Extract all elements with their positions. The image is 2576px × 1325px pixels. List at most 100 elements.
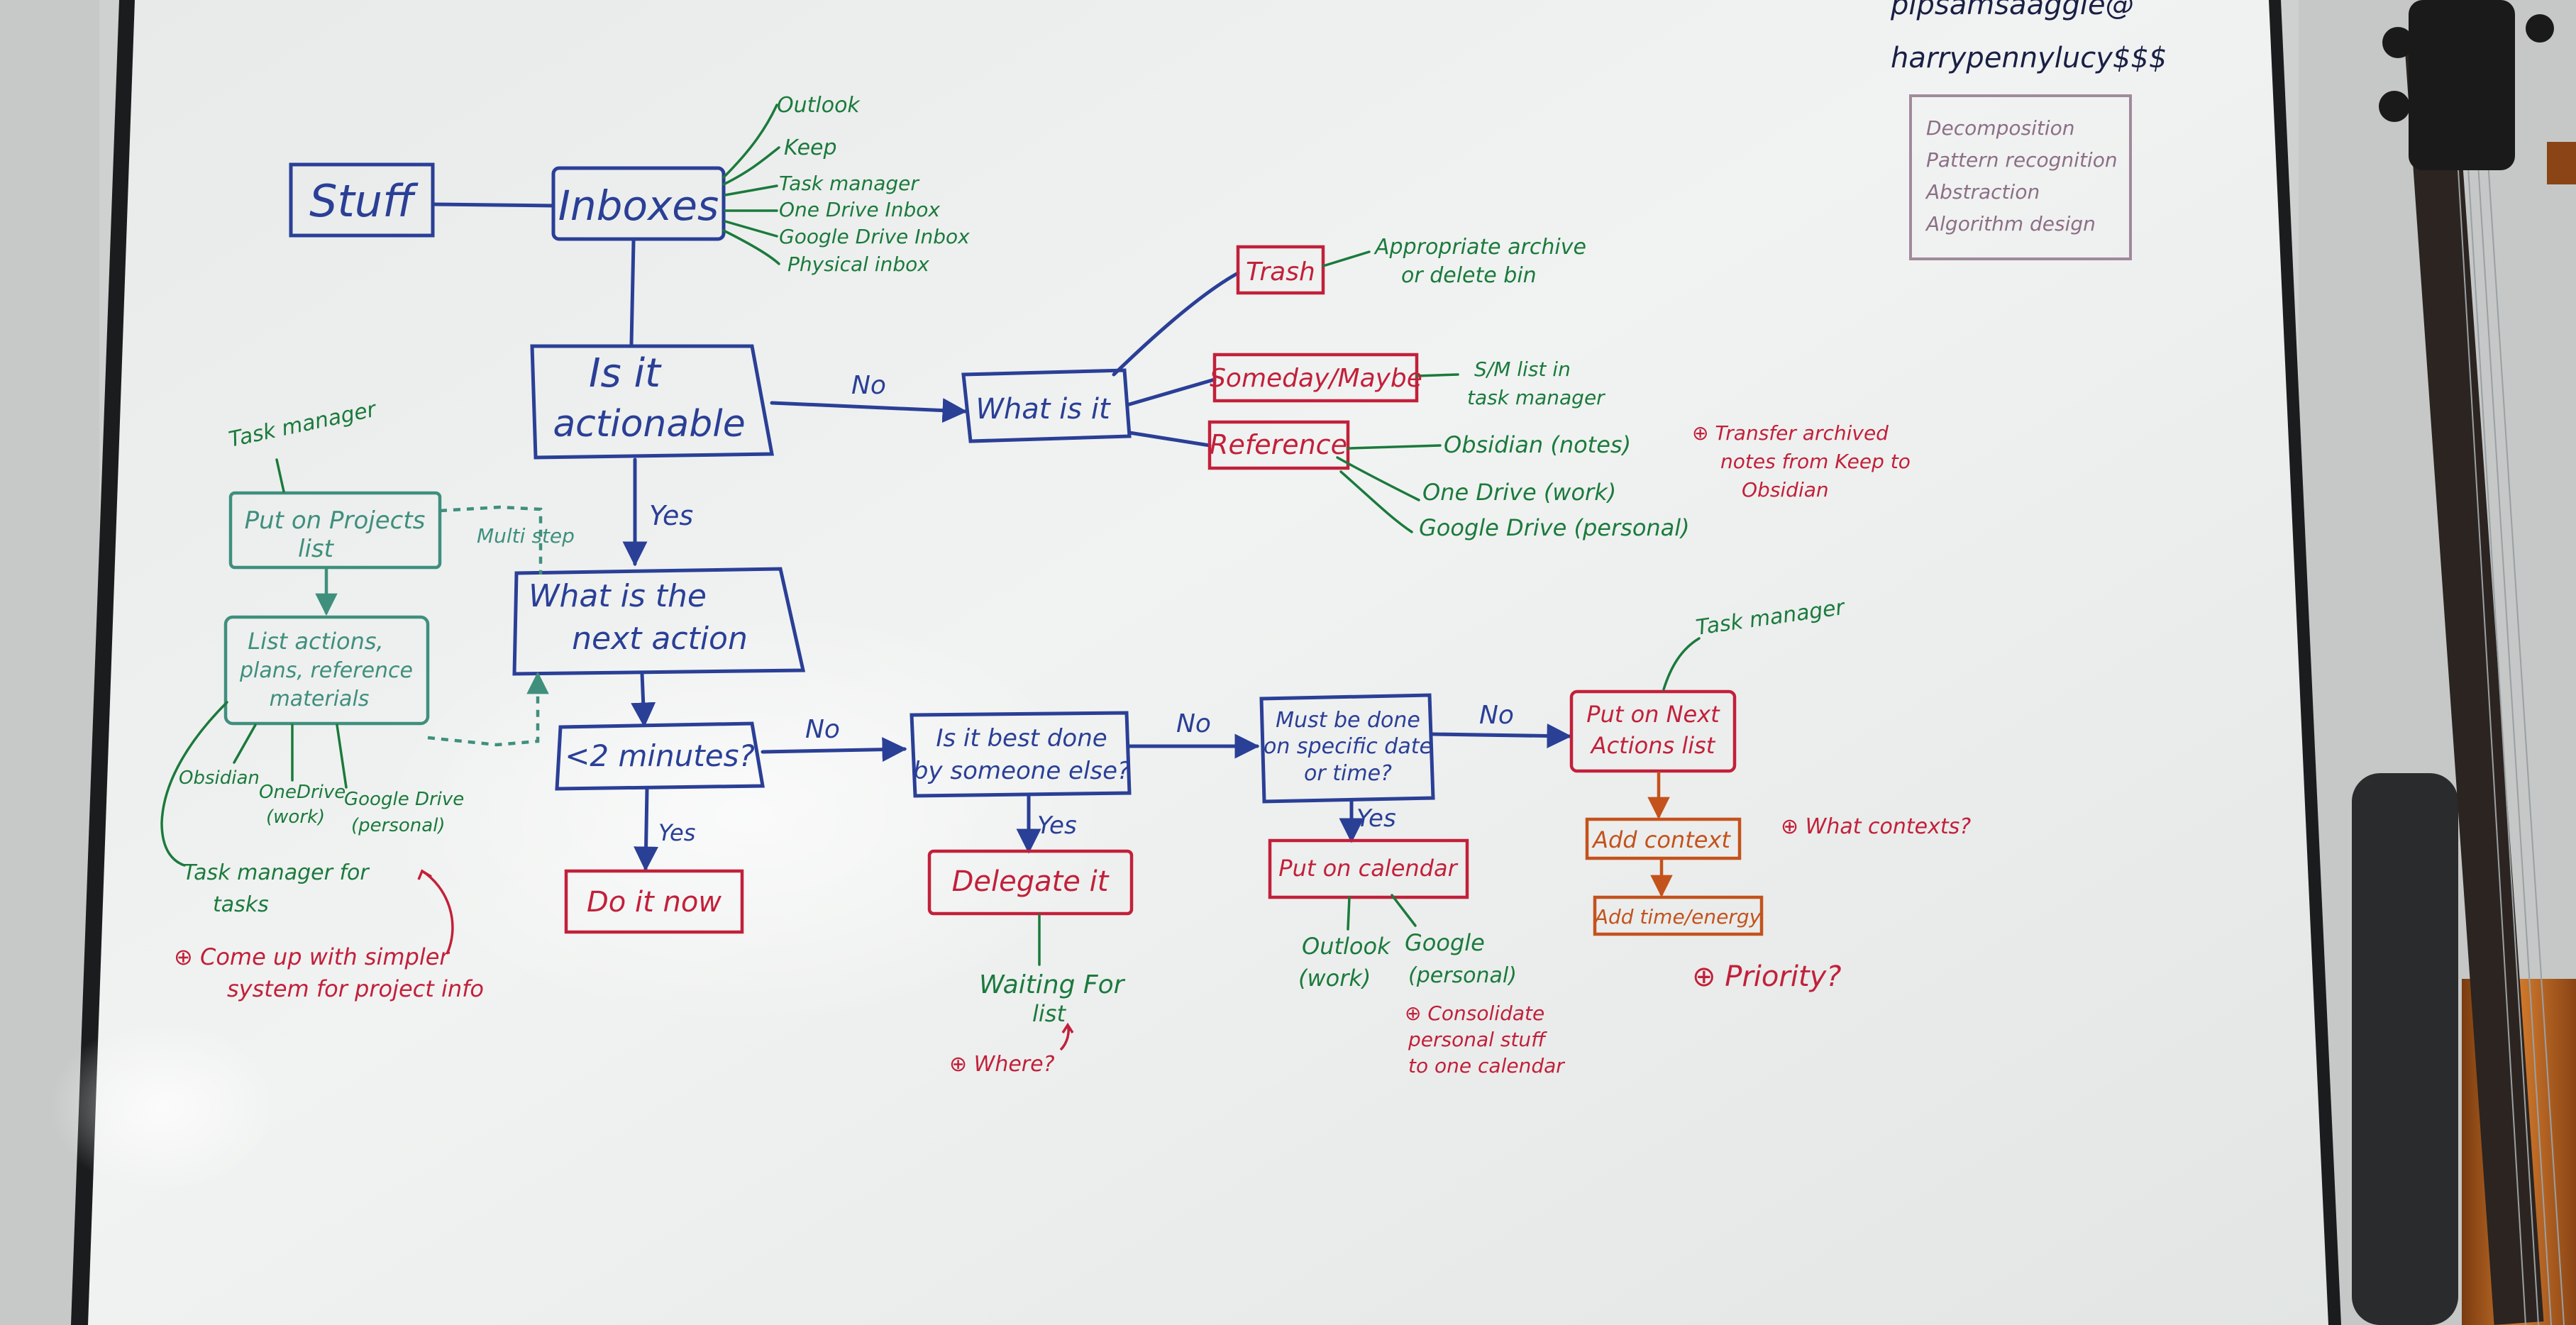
- specific-date-label-3: or time?: [1304, 761, 1392, 786]
- consolidate-note-1: ⊕ Consolidate: [1405, 1002, 1544, 1025]
- inbox-item: Outlook: [777, 93, 861, 118]
- waiting-for-1: Waiting For: [979, 970, 1126, 999]
- someday-note-1: S/M list in: [1474, 357, 1571, 381]
- actionable-box: [530, 344, 774, 460]
- next-action-label-1: What is the: [529, 578, 707, 614]
- corner-text-2: harrypennylucy$$$: [1891, 42, 2167, 74]
- consolidate-note-3: to one calendar: [1408, 1054, 1565, 1077]
- blue-flow: [289, 162, 1572, 872]
- best-done-label-1: Is it best done: [936, 724, 1107, 753]
- projects-label-2: list: [298, 535, 335, 563]
- guitar-strings: [2453, 84, 2565, 1325]
- someday-box: [1212, 353, 1419, 403]
- priority-note: ⊕ Priority?: [1692, 960, 1842, 993]
- onedrive-work-1: OneDrive: [259, 782, 346, 803]
- come-up-note-1: ⊕ Come up with simpler: [174, 943, 450, 970]
- reference-label: Reference: [1210, 429, 1347, 460]
- ref-onedrive: One Drive (work): [1422, 479, 1616, 506]
- specific-date-label-1: Must be done: [1276, 708, 1420, 733]
- best-done-label-2: by someone else?: [913, 757, 1130, 785]
- purple-item: Pattern recognition: [1926, 148, 2118, 172]
- transfer-note-1: ⊕ Transfer archived: [1692, 421, 1889, 445]
- delegate-label: Delegate it: [952, 865, 1110, 898]
- projects-box: [228, 491, 442, 570]
- purple-item: Decomposition: [1926, 116, 2075, 140]
- what-is-it-label: What is it: [975, 393, 1111, 426]
- inbox-item: Keep: [784, 135, 837, 160]
- guitar-strap: [2352, 773, 2458, 1325]
- inbox-item: One Drive Inbox: [779, 198, 940, 221]
- guitar-neck: [2404, 42, 2544, 1325]
- no-label: No: [851, 371, 886, 400]
- purple-box-border: [1909, 94, 2132, 260]
- orange-boxes: [1585, 772, 1764, 936]
- actionable-label-1: Is it: [589, 350, 662, 397]
- what-contexts-note: ⊕ What contexts?: [1781, 814, 1971, 839]
- inbox-item: Physical inbox: [787, 253, 929, 276]
- yes-label: Yes: [1037, 811, 1077, 840]
- google-personal-2: (personal): [1408, 963, 1517, 988]
- yes-label: Yes: [1356, 804, 1396, 833]
- multi-step-link: [439, 505, 543, 575]
- waiting-for-2: list: [1032, 1000, 1066, 1027]
- next-action-label-2: next action: [572, 621, 748, 657]
- ref-obsidian: Obsidian (notes): [1444, 431, 1631, 458]
- inbox-item: Task manager: [779, 172, 919, 195]
- specific-date-box: [1259, 693, 1435, 804]
- purple-item: Algorithm design: [1925, 212, 2096, 235]
- best-done-box: [910, 711, 1132, 798]
- stuff-box: [289, 162, 435, 238]
- delegate-box: [927, 849, 1134, 916]
- trash-note-1: Appropriate archive: [1373, 235, 1586, 260]
- glare: [376, 603, 1114, 1029]
- trash-note-2: or delete bin: [1401, 263, 1537, 288]
- yes-label: Yes: [649, 500, 693, 531]
- purple-topics-box: Decomposition Pattern recognition Abstra…: [1909, 94, 2132, 260]
- consolidate-note-2: personal stuff: [1408, 1028, 1547, 1051]
- someday-note-2: task manager: [1467, 386, 1605, 409]
- inboxes-label: Inboxes: [558, 182, 719, 230]
- next-actions-box: [1569, 689, 1737, 773]
- guitar: [2352, 0, 2576, 1325]
- outlook-work-1: Outlook: [1302, 933, 1391, 960]
- list-actions-label-3: materials: [270, 687, 370, 711]
- two-min-box: [555, 721, 765, 791]
- inboxes-box: [551, 166, 726, 241]
- red-arrows: [417, 869, 1074, 1051]
- do-it-box: [564, 869, 744, 934]
- where-note: ⊕ Where?: [949, 1052, 1055, 1077]
- corner-text-1: pipsamsaaggle@: [1890, 0, 2134, 21]
- google-personal-1: Google: [1405, 929, 1485, 956]
- actionable-label-2: actionable: [553, 403, 745, 445]
- reference-box: [1207, 420, 1350, 470]
- outlook-work-2: (work): [1298, 965, 1371, 992]
- trash-box: [1236, 245, 1325, 295]
- corner-notes: pipsamsaaggle@ harrypennylucy$$$: [1890, 0, 2167, 74]
- add-context-label: Add context: [1591, 826, 1731, 853]
- trash-label: Trash: [1246, 257, 1315, 287]
- add-context-box: [1585, 817, 1742, 860]
- task-manager-tasks-2: tasks: [213, 892, 269, 917]
- come-up-note-2: system for project info: [227, 975, 484, 1002]
- transfer-note-3: Obsidian: [1742, 478, 1829, 501]
- task-manager-tasks-1: Task manager for: [183, 860, 370, 885]
- someday-label: Someday/Maybe: [1210, 364, 1422, 393]
- what-is-it-box: [961, 368, 1132, 443]
- teal-flow: [223, 491, 549, 747]
- do-it-label: Do it now: [587, 886, 722, 919]
- inbox-item: Google Drive Inbox: [779, 225, 970, 248]
- ref-gdrive: Google Drive (personal): [1419, 514, 1690, 541]
- gdrive-personal-2: (personal): [351, 815, 446, 836]
- green-connectors: [160, 104, 1701, 966]
- yes-label: Yes: [658, 819, 695, 846]
- red-boxes: [564, 245, 1737, 934]
- guitar-headstock: [2379, 0, 2576, 184]
- specific-date-label-2: on specific date: [1264, 734, 1432, 759]
- gdrive-personal-1: Google Drive: [344, 789, 464, 810]
- calendar-box: [1268, 838, 1469, 899]
- stuff-label: Stuff: [309, 175, 419, 227]
- next-actions-label-1: Put on Next: [1586, 701, 1720, 728]
- projects-label-1: Put on Projects: [245, 506, 426, 535]
- obsidian-note: Obsidian: [179, 767, 260, 789]
